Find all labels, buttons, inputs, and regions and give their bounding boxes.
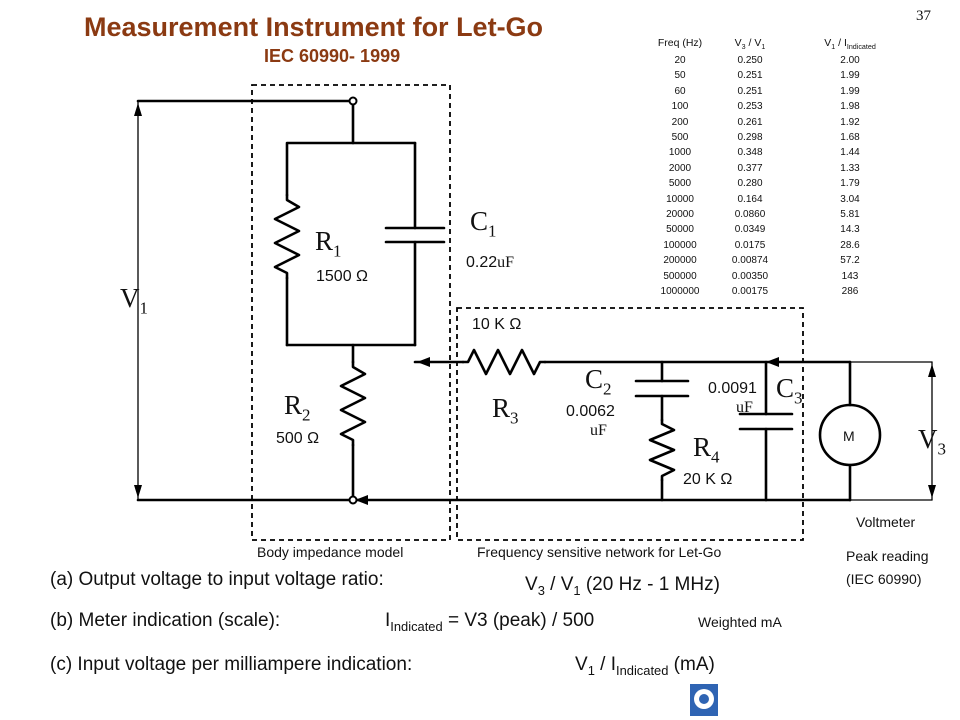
network-box — [456, 307, 804, 541]
ratio-cell: 0.261 — [737, 116, 763, 128]
freq-cell: 2000 — [668, 162, 692, 174]
freq-cell: 5000 — [668, 178, 692, 190]
body-impedance-box — [251, 84, 451, 541]
indicated-cell: 2.00 — [840, 55, 860, 66]
note-c-formula: V1 / IIndicated (mA) — [575, 654, 715, 678]
indicated-cell: 1.99 — [840, 85, 860, 97]
freq-cell: 10000 — [666, 193, 694, 205]
c2-label: C2 — [585, 364, 612, 399]
ratio-cell: 0.00175 — [731, 286, 769, 298]
body-impedance-label: Body impedance model — [257, 544, 404, 560]
ratio-cell: 0.0349 — [734, 224, 766, 236]
indicated-cell: 1.44 — [840, 147, 860, 159]
c2-value: 0.0062 — [566, 403, 615, 420]
page-title: Measurement Instrument for Let-Go — [84, 12, 544, 42]
page-subtitle: IEC 60990- 1999 — [264, 46, 401, 66]
indicated-cell: 28.6 — [840, 239, 860, 251]
indicated-cell: 57.2 — [840, 255, 860, 267]
ratio-cell: 0.251 — [737, 70, 763, 82]
r1-label: R1 — [315, 226, 342, 261]
r4-value: 20 K Ω — [683, 471, 733, 488]
freq-cell: 20000 — [666, 209, 694, 221]
indicated-cell: 1.99 — [840, 70, 860, 82]
network-label: Frequency sensitive network for Let-Go — [477, 544, 722, 560]
ratio-cell: 0.0175 — [734, 239, 766, 251]
r4-label: R4 — [693, 432, 720, 467]
indicated-cell: 1.33 — [840, 162, 860, 174]
ratio-cell: 0.280 — [737, 178, 763, 190]
r1-value: 1500 Ω — [316, 268, 369, 285]
page-number: 37 — [916, 8, 931, 24]
freq-cell: 60 — [674, 85, 686, 97]
c3-label: C3 — [776, 373, 803, 408]
indicated-cell: 14.3 — [840, 224, 860, 236]
freq-cell: 20 — [674, 55, 686, 66]
v3-label: V3 — [918, 424, 946, 459]
ratio-cell: 0.00874 — [731, 255, 769, 267]
c1-label: C1 — [470, 206, 497, 241]
indicated-cell: 1.79 — [840, 178, 860, 190]
ratio-cell: 0.250 — [737, 55, 763, 66]
c2-unit: uF — [590, 422, 607, 439]
weighted-label: Weighted mA — [698, 614, 782, 630]
ratio-cell: 0.251 — [737, 85, 763, 97]
indicated-cell: 1.92 — [840, 116, 860, 128]
ratio-cell: 0.298 — [737, 132, 763, 144]
ratio-cell: 0.164 — [737, 193, 763, 205]
freq-header: Freq (Hz) — [657, 37, 703, 49]
note-a-text: (a) Output voltage to input voltage rati… — [50, 569, 384, 590]
freq-cell: 500 — [671, 132, 689, 144]
logo-icon — [690, 684, 718, 716]
indicated-column: V1 / IIndicated 2.00 1.99 1.99 1.98 1.92 1.68… — [800, 36, 900, 300]
r1-wire-top — [285, 99, 355, 197]
freq-cell: 100000 — [663, 239, 697, 251]
r2-value: 500 Ω — [276, 430, 320, 447]
ratio-column: V3 / V1 0.250 0.251 0.251 0.253 0.261 0.298 0.… — [718, 36, 782, 300]
r3-label: R3 — [492, 393, 519, 428]
ratio-cell: 0.00350 — [731, 270, 769, 282]
c1-value: 0.22uF — [466, 254, 515, 271]
r1-resistor — [273, 193, 301, 280]
ratio-cell: 0.348 — [737, 147, 763, 159]
freq-cell: 100 — [671, 101, 689, 113]
note-b-formula: IIndicated = V3 (peak) / 500 — [385, 610, 595, 634]
freq-cell: 50000 — [666, 224, 694, 236]
indicated-header: V1 / IIndicated — [824, 37, 876, 52]
r3-value: 10 K Ω — [472, 316, 522, 333]
r3-resistor — [461, 348, 547, 376]
ratio-cell: 0.0860 — [734, 209, 766, 221]
ratio-header: V3 / V1 — [734, 37, 766, 52]
indicated-cell: 143 — [841, 270, 859, 282]
c3-unit: uF — [736, 399, 753, 416]
indicated-cell: 1.68 — [840, 132, 860, 144]
r2-resistor — [339, 360, 367, 447]
freq-cell: 1000000 — [660, 286, 700, 298]
freq-cell: 50 — [674, 70, 686, 82]
ratio-cell: 0.253 — [737, 101, 763, 113]
r2-label: R2 — [284, 390, 311, 425]
note-b-text: (b) Meter indication (scale): — [50, 610, 281, 631]
indicated-cell: 1.98 — [840, 101, 860, 113]
meter-label: M — [843, 428, 855, 444]
peak-reading-label: Peak reading — [846, 548, 929, 564]
freq-column: Freq (Hz) 20 50 60 100 200 500 1000 2000 5000 100… — [648, 36, 712, 300]
c3-value: 0.0091 — [708, 380, 757, 397]
freq-cell: 500000 — [663, 270, 697, 282]
indicated-cell: 286 — [841, 286, 859, 298]
freq-cell: 200000 — [663, 255, 697, 267]
ratio-cell: 0.377 — [737, 162, 763, 174]
note-c-text: (c) Input voltage per milliampere indica… — [50, 654, 413, 675]
voltmeter-label: Voltmeter — [856, 514, 916, 530]
iec-label: (IEC 60990) — [846, 571, 922, 587]
indicated-cell: 3.04 — [840, 193, 860, 205]
r4-resistor — [648, 418, 676, 482]
freq-cell: 1000 — [668, 147, 692, 159]
freq-cell: 200 — [671, 116, 689, 128]
v1-label: V1 — [120, 283, 148, 318]
indicated-cell: 5.81 — [840, 209, 860, 221]
note-a-formula: V3 / V1 (20 Hz - 1 MHz) — [525, 574, 720, 598]
